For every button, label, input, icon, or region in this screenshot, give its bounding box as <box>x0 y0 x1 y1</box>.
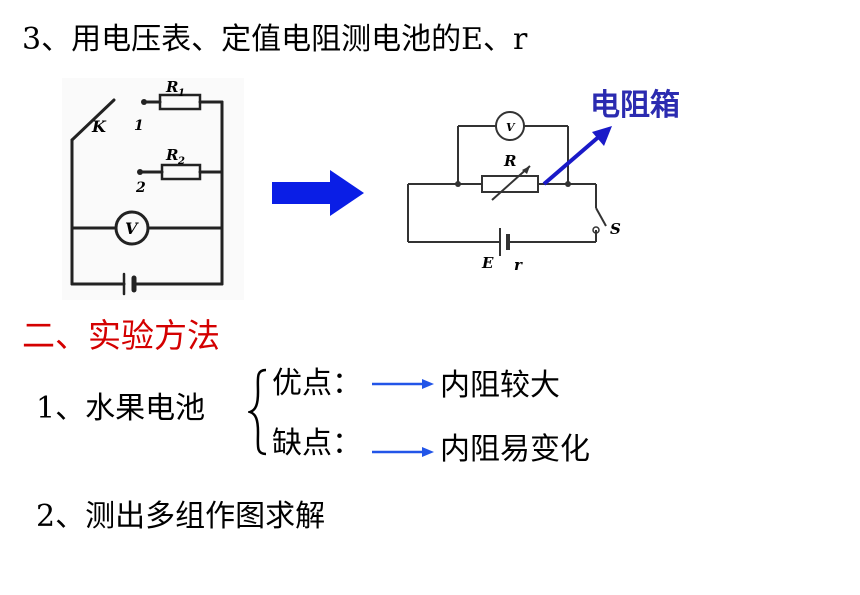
resistor-r-label: R <box>503 152 516 170</box>
r2-label: R <box>165 146 178 164</box>
internal-r-label: r <box>514 256 523 274</box>
r1-label: R <box>165 78 178 96</box>
resistance-box-pointer <box>542 126 612 186</box>
pro-label: 优点： <box>272 366 362 401</box>
item1-label: 1、水果电池 <box>36 391 206 426</box>
switch-k-blade <box>70 98 116 142</box>
emf-label: E <box>481 254 494 272</box>
curly-brace <box>248 368 267 456</box>
voltmeter-left-label: V <box>125 219 139 238</box>
section-title: 二、实验方法 <box>22 316 220 355</box>
svg-text:2: 2 <box>177 156 185 167</box>
resistance-box-label: 电阻箱 <box>590 88 680 123</box>
circuit-diagram-right: V R S E r <box>407 111 621 274</box>
circuit-diagram-left: K 1 2 R 1 R 2 V <box>62 78 244 300</box>
transform-arrow <box>272 170 364 216</box>
svg-text:1: 1 <box>178 88 185 99</box>
con-arrow <box>372 447 434 457</box>
con-label: 缺点： <box>272 426 362 461</box>
switch-pos-1: 1 <box>134 118 144 134</box>
pro-value: 内阻较大 <box>440 368 560 403</box>
switch-k-label: K <box>91 117 107 136</box>
switch-s-label: S <box>610 220 621 238</box>
switch-pos-2: 2 <box>135 180 146 196</box>
slide-title: 3、用电压表、定值电阻测电池的E、r <box>22 22 528 57</box>
pro-arrow <box>372 379 434 389</box>
con-value: 内阻易变化 <box>440 432 590 467</box>
voltmeter-right-label: V <box>506 121 516 134</box>
item2-label: 2、测出多组作图求解 <box>36 499 326 534</box>
